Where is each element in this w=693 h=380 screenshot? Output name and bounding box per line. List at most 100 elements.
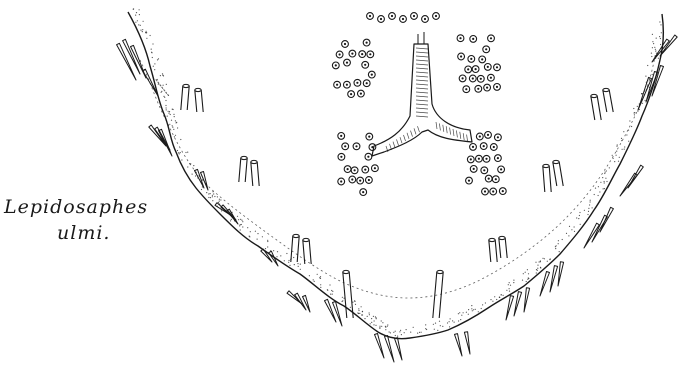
stipple-dot xyxy=(219,201,220,202)
stipple-dot xyxy=(262,236,263,237)
stipple-dot xyxy=(358,308,359,309)
hatch-line xyxy=(439,123,440,130)
stipple-dot xyxy=(165,105,166,106)
pore-center xyxy=(472,38,474,40)
stipple-dot xyxy=(162,73,163,74)
pore-center xyxy=(371,74,373,76)
pore-center xyxy=(483,169,485,171)
stipple-dot xyxy=(653,43,654,44)
stipple-dot xyxy=(537,268,538,269)
hatch-line xyxy=(416,100,428,101)
pore-center xyxy=(344,145,346,147)
stipple-dot xyxy=(589,204,590,205)
stipple-dot xyxy=(579,215,580,216)
stipple-dot xyxy=(454,322,455,323)
pore-center xyxy=(460,55,462,57)
stipple-dot xyxy=(623,131,624,132)
pore-center xyxy=(351,53,353,55)
stipple-dot xyxy=(523,273,524,274)
stipple-dot xyxy=(536,272,537,273)
stipple-dot xyxy=(433,324,434,325)
margin-stipple xyxy=(128,8,663,338)
dorsal-duct xyxy=(181,86,189,110)
pore-center xyxy=(402,18,404,20)
stipple-dot xyxy=(397,336,398,337)
stipple-dot xyxy=(598,195,599,196)
stipple-dot xyxy=(257,233,258,234)
stipple-dot xyxy=(434,329,435,330)
hatch-line xyxy=(416,92,428,93)
stipple-dot xyxy=(655,49,656,50)
stipple-dot xyxy=(555,248,556,249)
stipple-dot xyxy=(622,149,623,150)
marginal-spines xyxy=(117,35,678,362)
stipple-dot xyxy=(599,191,600,192)
pore-center xyxy=(468,180,470,182)
pore-center xyxy=(500,168,502,170)
pore-center xyxy=(497,157,499,159)
stipple-dot xyxy=(350,307,351,308)
stipple-dot xyxy=(587,214,588,215)
stipple-dot xyxy=(576,217,577,218)
stipple-dot xyxy=(547,261,548,262)
stipple-dot xyxy=(354,300,355,301)
stipple-dot xyxy=(390,332,391,333)
pore-center xyxy=(391,15,393,17)
stipple-dot xyxy=(241,220,242,221)
stipple-dot xyxy=(404,332,405,333)
pore-center xyxy=(486,87,488,89)
stipple-dot xyxy=(612,155,613,156)
stipple-dot xyxy=(603,188,604,189)
stipple-dot xyxy=(535,262,536,263)
stipple-dot xyxy=(494,296,495,297)
stipple-dot xyxy=(185,152,186,153)
stipple-dot xyxy=(240,224,241,225)
stipple-dot xyxy=(143,21,144,22)
duct-opening xyxy=(251,160,257,163)
dorsal-duct xyxy=(251,162,259,186)
pore-center xyxy=(364,64,366,66)
stipple-dot xyxy=(590,200,591,201)
stipple-dot xyxy=(355,304,356,305)
stipple-dot xyxy=(140,25,141,26)
marginal-spine xyxy=(385,336,395,363)
stipple-dot xyxy=(174,136,175,137)
stipple-dot xyxy=(501,294,502,295)
stipple-dot xyxy=(319,277,320,278)
hatch-line xyxy=(411,131,413,137)
dorsal-duct xyxy=(543,166,551,192)
stipple-dot xyxy=(168,95,169,96)
stipple-dot xyxy=(616,151,617,152)
stipple-dot xyxy=(166,109,167,110)
stipple-dot xyxy=(158,84,159,85)
stipple-dot xyxy=(634,112,635,113)
stipple-dot xyxy=(153,66,154,67)
pore-center xyxy=(380,18,382,20)
stipple-dot xyxy=(175,135,176,136)
marginal-spine xyxy=(143,69,158,96)
stipple-dot xyxy=(342,301,343,302)
stipple-dot xyxy=(580,224,581,225)
pore-center xyxy=(490,37,492,39)
stipple-dot xyxy=(362,311,363,312)
stipple-dot xyxy=(176,122,177,123)
stipple-dot xyxy=(247,227,248,228)
stipple-dot xyxy=(385,329,386,330)
hatch-line xyxy=(418,126,420,132)
stipple-dot xyxy=(481,308,482,309)
stipple-dot xyxy=(142,31,143,32)
pore-center xyxy=(497,136,499,138)
stipple-dot xyxy=(604,173,605,174)
pore-center xyxy=(361,53,363,55)
pore-center xyxy=(364,169,366,171)
stipple-dot xyxy=(187,152,188,153)
stipple-dot xyxy=(452,320,453,321)
stipple-dot xyxy=(510,285,511,286)
stipple-dot xyxy=(314,281,315,282)
stipple-dot xyxy=(157,59,158,60)
hatch-line xyxy=(414,128,416,134)
stipple-dot xyxy=(522,280,523,281)
hatch-line xyxy=(416,48,428,49)
pore-center xyxy=(366,42,368,44)
stipple-dot xyxy=(154,63,155,64)
